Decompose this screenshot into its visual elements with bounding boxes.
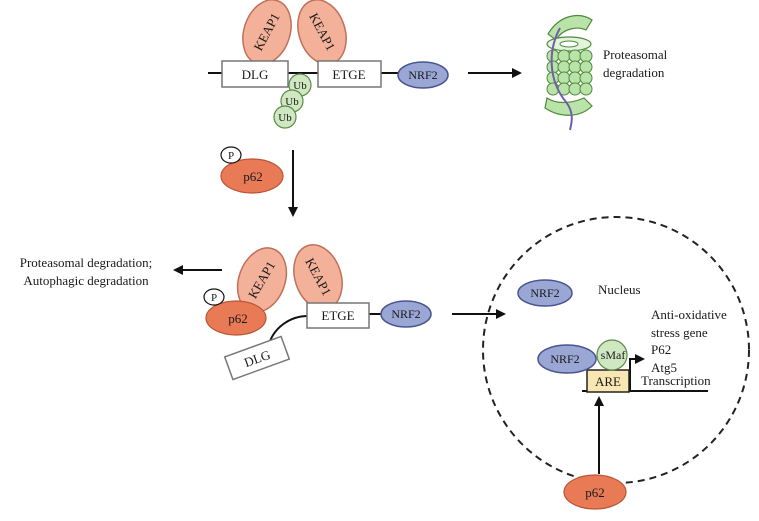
- etge-label-mid: ETGE: [321, 308, 354, 323]
- dlg-box-mid: [223, 335, 291, 381]
- ub-circle-3: [273, 105, 297, 129]
- phospho-upper-label: P: [228, 150, 234, 162]
- p62-bottom: [563, 474, 627, 510]
- ub-label-3: Ub: [278, 112, 292, 124]
- p62-phosphorylated-upper: p62 P: [220, 146, 284, 194]
- middle-complex: KEAP1 KEAP1 p62 P ETGE NRF2 DLG Proteaso…: [20, 244, 506, 381]
- phospho-upper: [220, 146, 242, 164]
- gene-label-2: stress gene: [651, 325, 708, 340]
- nrf2-nucleus-bound-label: NRF2: [550, 352, 579, 366]
- p62-upper-label: p62: [243, 169, 263, 184]
- proteasomal-degradation-label-1: Proteasomal: [603, 47, 668, 62]
- nucleus-label: Nucleus: [598, 282, 641, 297]
- smaf-label: sMaf: [601, 348, 626, 362]
- gene-label-3: P62: [651, 342, 671, 357]
- nrf2-top: [397, 61, 449, 89]
- p62-upper: [220, 158, 284, 194]
- dlg-label-top: DLG: [242, 67, 269, 82]
- p62-mid: [205, 300, 267, 336]
- nrf2-nucleus-free: [517, 279, 573, 307]
- p62-mid-label: p62: [228, 311, 248, 326]
- transcription-start-arrow: [629, 354, 645, 391]
- are-label: ARE: [595, 374, 621, 389]
- p62-bottom-label: p62: [585, 485, 605, 500]
- phospho-mid-label: P: [211, 292, 217, 304]
- top-complex: KEAP1 KEAP1 DLG ETGE NRF2 Ub Ub Ub: [208, 0, 522, 129]
- proteasomal-degradation-label-2: degradation: [603, 65, 665, 80]
- proteasome-icon: Proteasomal degradation: [544, 15, 668, 131]
- proteasome-top-cap: [547, 15, 593, 41]
- ub-label-2: Ub: [285, 96, 299, 108]
- gene-label-5: Transcription: [641, 373, 711, 388]
- nrf2-mid: [380, 300, 432, 328]
- smaf-circle: [596, 339, 628, 371]
- etge-box-mid: [306, 302, 370, 329]
- gene-label-1: Anti-oxidative: [651, 307, 727, 322]
- proteasome-barrel: [546, 49, 593, 96]
- proteasome-top-hole: [559, 40, 579, 48]
- proteasome-substrate-strand: [550, 27, 573, 131]
- gene-label-4: Atg5: [651, 360, 677, 375]
- dlg-box-top: [221, 60, 289, 88]
- etge-box-top: [317, 60, 382, 88]
- left-degradation-label-1: Proteasomal degradation;: [20, 255, 153, 270]
- nrf2-label-mid: NRF2: [391, 307, 420, 321]
- dlg-box-mid-group: DLG: [223, 335, 291, 381]
- ub-label-1: Ub: [293, 80, 307, 92]
- nucleus: Nucleus NRF2 Anti-oxidative stress gene …: [482, 216, 750, 484]
- phospho-mid: [203, 288, 225, 306]
- nrf2-nucleus-bound: [537, 344, 597, 374]
- p62-bottom-group: p62: [563, 396, 627, 510]
- left-degradation-label-2: Autophagic degradation: [23, 273, 149, 288]
- nrf2-label-top: NRF2: [408, 68, 437, 82]
- nrf2-nucleus-free-label: NRF2: [530, 286, 559, 300]
- etge-label-top: ETGE: [332, 67, 365, 82]
